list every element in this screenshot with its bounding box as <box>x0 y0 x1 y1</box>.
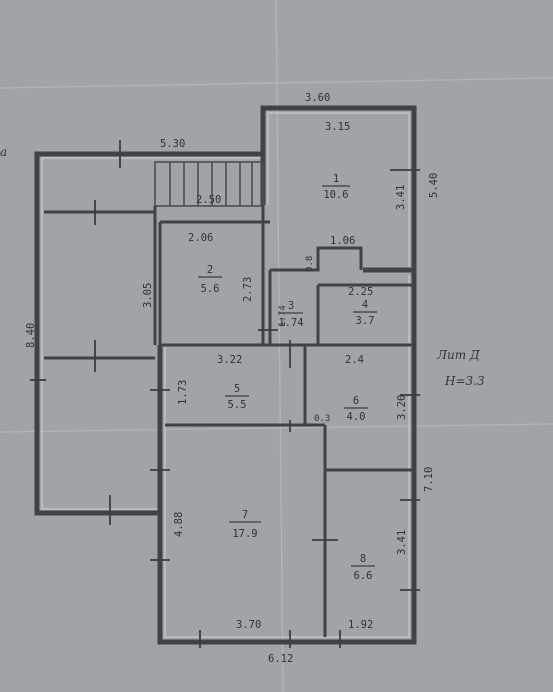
dim-room2-width: 2.06 <box>188 232 213 244</box>
room-4-number: 4 <box>362 299 368 311</box>
outer-walls <box>34 105 417 645</box>
room-1-number: 1 <box>333 173 339 185</box>
dim-small-gap: 0.3 <box>314 414 330 424</box>
dim-left-side: 8.40 <box>25 323 37 348</box>
dim-room6-height: 3.20 <box>396 395 408 420</box>
room-6-number: 6 <box>353 395 359 407</box>
stairs <box>154 161 264 207</box>
room-2-number: 2 <box>207 264 213 276</box>
partitions <box>44 205 412 637</box>
dim-room5-width: 3.22 <box>217 354 242 366</box>
dim-room5-height: 1.73 <box>177 380 189 405</box>
room-2: 2 5.6 <box>198 264 222 295</box>
dim-room3-height: 1.74 <box>278 305 288 327</box>
dim-bottom-total: 6.12 <box>268 653 293 665</box>
right-lower-wall-inner <box>164 275 410 638</box>
dim-right-upper: 5.40 <box>428 173 440 198</box>
room1-outer-wall-inner <box>267 112 410 270</box>
legend: Лит Д Н=3.3 <box>436 348 485 388</box>
room-7-number: 7 <box>242 509 248 521</box>
dim-top-left: 5.30 <box>160 138 185 150</box>
dim-room8-height: 3.41 <box>396 530 408 555</box>
room1-outer-wall <box>260 105 417 270</box>
room-6-area: 4.0 <box>347 411 366 423</box>
legend-height: Н=3.3 <box>444 374 485 388</box>
right-lower-wall <box>157 267 417 645</box>
room-7: 7 17.9 <box>229 509 261 540</box>
dimension-labels: 3.60 5.30 8.40 3.15 3.41 5.40 2.50 2.06 … <box>25 92 440 665</box>
room-4: 4 3.7 <box>353 299 377 327</box>
room-7-area: 17.9 <box>232 528 257 540</box>
room-4-area: 3.7 <box>356 315 375 327</box>
legend-title: Лит Д <box>436 348 480 362</box>
left-wing-wall-inner <box>41 157 263 510</box>
dim-room1-width: 3.15 <box>325 121 350 133</box>
dim-room1-right: 3.41 <box>395 185 407 210</box>
dim-left-inner-height: 3.05 <box>142 283 154 308</box>
dim-top-total: 3.60 <box>305 92 330 104</box>
room-8: 8 6.6 <box>351 553 375 582</box>
room-2-area: 5.6 <box>201 283 220 295</box>
dim-room7-height: 4.88 <box>173 512 185 537</box>
left-wing-wall <box>34 151 263 516</box>
room-3: 3 1.74 <box>278 300 303 329</box>
paper-fold-horizontal <box>0 423 553 433</box>
dim-bottom-left: 3.70 <box>236 619 261 631</box>
dim-room4-width: 2.25 <box>348 286 373 298</box>
edge-mark: a <box>0 145 7 159</box>
openings <box>30 140 420 648</box>
room-1: 1 10.6 <box>322 173 350 201</box>
room-1-area: 10.6 <box>323 189 348 201</box>
stair-frame <box>154 161 264 207</box>
room-8-number: 8 <box>360 553 366 565</box>
room-5: 5 5.5 <box>225 383 249 411</box>
room-5-number: 5 <box>234 383 240 395</box>
room-5-area: 5.5 <box>228 399 247 411</box>
dim-bottom-right: 1.92 <box>348 619 373 631</box>
paper-fold-upper <box>0 77 553 89</box>
dim-step: 1.06 <box>330 235 355 247</box>
room-6: 6 4.0 <box>344 395 368 423</box>
dim-room6-width: 2.4 <box>345 354 364 366</box>
room-3-area: 1.74 <box>278 317 303 329</box>
room-labels: 1 10.6 2 5.6 3 1.74 4 3.7 5 5.5 6 4.0 <box>198 173 377 582</box>
room-3-number: 3 <box>288 300 294 312</box>
room-8-area: 6.6 <box>354 570 373 582</box>
dim-stair-width: 2.50 <box>196 194 221 206</box>
dim-right-lower: 7.10 <box>423 467 435 492</box>
dim-step-height: 0.8 <box>305 256 315 272</box>
dim-room2-height: 2.73 <box>242 277 254 302</box>
